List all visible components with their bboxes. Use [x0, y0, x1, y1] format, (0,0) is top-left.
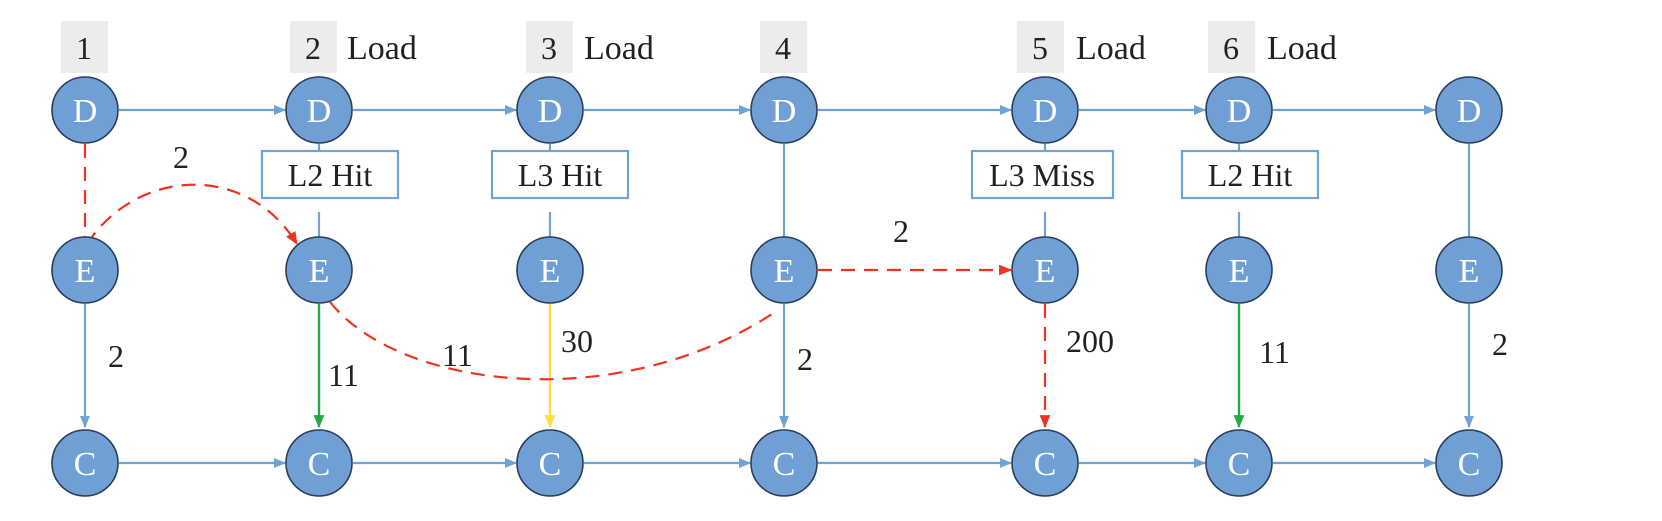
- node-letter: D: [538, 93, 563, 130]
- cache-event-box: [260, 149, 400, 200]
- instruction-op: Load: [1076, 30, 1146, 67]
- node-letter: E: [540, 253, 561, 290]
- latency-label-2E-2C: 11: [328, 357, 359, 393]
- cache-event-box: [1180, 149, 1320, 200]
- instruction-header-4: 4: [760, 21, 807, 73]
- instruction-op: Load: [584, 30, 654, 67]
- node-7-dispatch: D: [1435, 76, 1503, 144]
- instruction-number: 5: [1032, 30, 1048, 66]
- node-3-execute: E: [516, 236, 584, 304]
- node-letter: E: [309, 253, 330, 290]
- cache-event-label: L2 Hit: [1208, 157, 1293, 193]
- node-1-commit: C: [51, 429, 119, 497]
- latency-label-1E-1C: 2: [108, 338, 124, 374]
- cache-event-5: L3 Miss: [970, 149, 1115, 200]
- instruction-header-2: 2 Load: [290, 21, 417, 73]
- instruction-number: 2: [305, 30, 321, 66]
- instruction-header-5: 5 Load: [1017, 21, 1146, 73]
- node-3-commit: C: [516, 429, 584, 497]
- node-letter: C: [539, 446, 562, 483]
- latency-label-7E-7C: 2: [1492, 326, 1508, 362]
- cache-event-label: L2 Hit: [288, 157, 373, 193]
- node-letter: D: [1033, 93, 1058, 130]
- node-letter: E: [75, 253, 96, 290]
- edge-2E-4E-curve: [329, 301, 776, 381]
- node-2-commit: C: [285, 429, 353, 497]
- node-letter: C: [1034, 446, 1057, 483]
- node-letter: D: [1227, 93, 1252, 130]
- instruction-number-box: [1208, 21, 1255, 73]
- cache-event-3: L3 Hit: [490, 149, 630, 200]
- node-letter: C: [308, 446, 331, 483]
- latency-label-4E-4C: 2: [797, 341, 813, 377]
- node-5-commit: C: [1011, 429, 1079, 497]
- cache-event-6: L2 Hit: [1180, 149, 1320, 200]
- cache-event-label: L3 Miss: [989, 157, 1095, 193]
- node-4-commit: C: [750, 429, 818, 497]
- node-7-commit: C: [1435, 429, 1503, 497]
- node-4-execute: E: [750, 236, 818, 304]
- node-letter: E: [1229, 253, 1250, 290]
- node-letter: C: [1458, 446, 1481, 483]
- node-5-execute: E: [1011, 236, 1079, 304]
- node-letter: C: [773, 446, 796, 483]
- instruction-op: Load: [347, 30, 417, 67]
- node-letter: E: [1035, 253, 1056, 290]
- instruction-header-3: 3 Load: [526, 21, 654, 73]
- node-2-dispatch: D: [285, 76, 353, 144]
- node-6-execute: E: [1205, 236, 1273, 304]
- instruction-number-box: [526, 21, 573, 73]
- node-letter: D: [73, 93, 98, 130]
- node-letter: C: [1228, 446, 1251, 483]
- instruction-number: 1: [76, 30, 92, 66]
- edge-1E-2E-curve: [86, 183, 298, 245]
- instruction-number-box: [1017, 21, 1064, 73]
- node-letter: D: [307, 93, 332, 130]
- node-letter: E: [1459, 253, 1480, 290]
- node-3-dispatch: D: [516, 76, 584, 144]
- instruction-number-box: [760, 21, 807, 73]
- node-6-dispatch: D: [1205, 76, 1273, 144]
- node-letter: E: [774, 253, 795, 290]
- instruction-number: 3: [541, 30, 557, 66]
- latency-label-6E-6C: 11: [1259, 334, 1290, 370]
- cache-event-box: [970, 149, 1115, 200]
- cache-event-2: L2 Hit: [260, 149, 400, 200]
- node-letter: C: [74, 446, 97, 483]
- latency-label-1E-2E: 2: [173, 139, 189, 175]
- latency-label-5E-5C: 200: [1066, 323, 1114, 359]
- instruction-header-6: 6 Load: [1208, 21, 1337, 73]
- node-5-dispatch: D: [1011, 76, 1079, 144]
- instruction-number-box: [61, 21, 108, 73]
- cache-event-box: [490, 149, 630, 200]
- node-1-dispatch: D: [51, 76, 119, 144]
- instruction-op: Load: [1267, 30, 1337, 67]
- instruction-header-1: 1: [61, 21, 108, 73]
- node-7-execute: E: [1435, 236, 1503, 304]
- node-1-execute: E: [51, 236, 119, 304]
- instruction-number: 4: [775, 30, 791, 66]
- latency-label-2E-4E: 11: [442, 337, 473, 373]
- instruction-number: 6: [1223, 30, 1239, 66]
- latency-label-3E-3C: 30: [561, 323, 593, 359]
- node-4-dispatch: D: [750, 76, 818, 144]
- node-2-execute: E: [285, 236, 353, 304]
- node-6-commit: C: [1205, 429, 1273, 497]
- node-letter: D: [772, 93, 797, 130]
- cache-event-label: L3 Hit: [518, 157, 603, 193]
- node-letter: D: [1457, 93, 1482, 130]
- latency-label-4E-5E: 2: [893, 213, 909, 249]
- instruction-number-box: [290, 21, 337, 73]
